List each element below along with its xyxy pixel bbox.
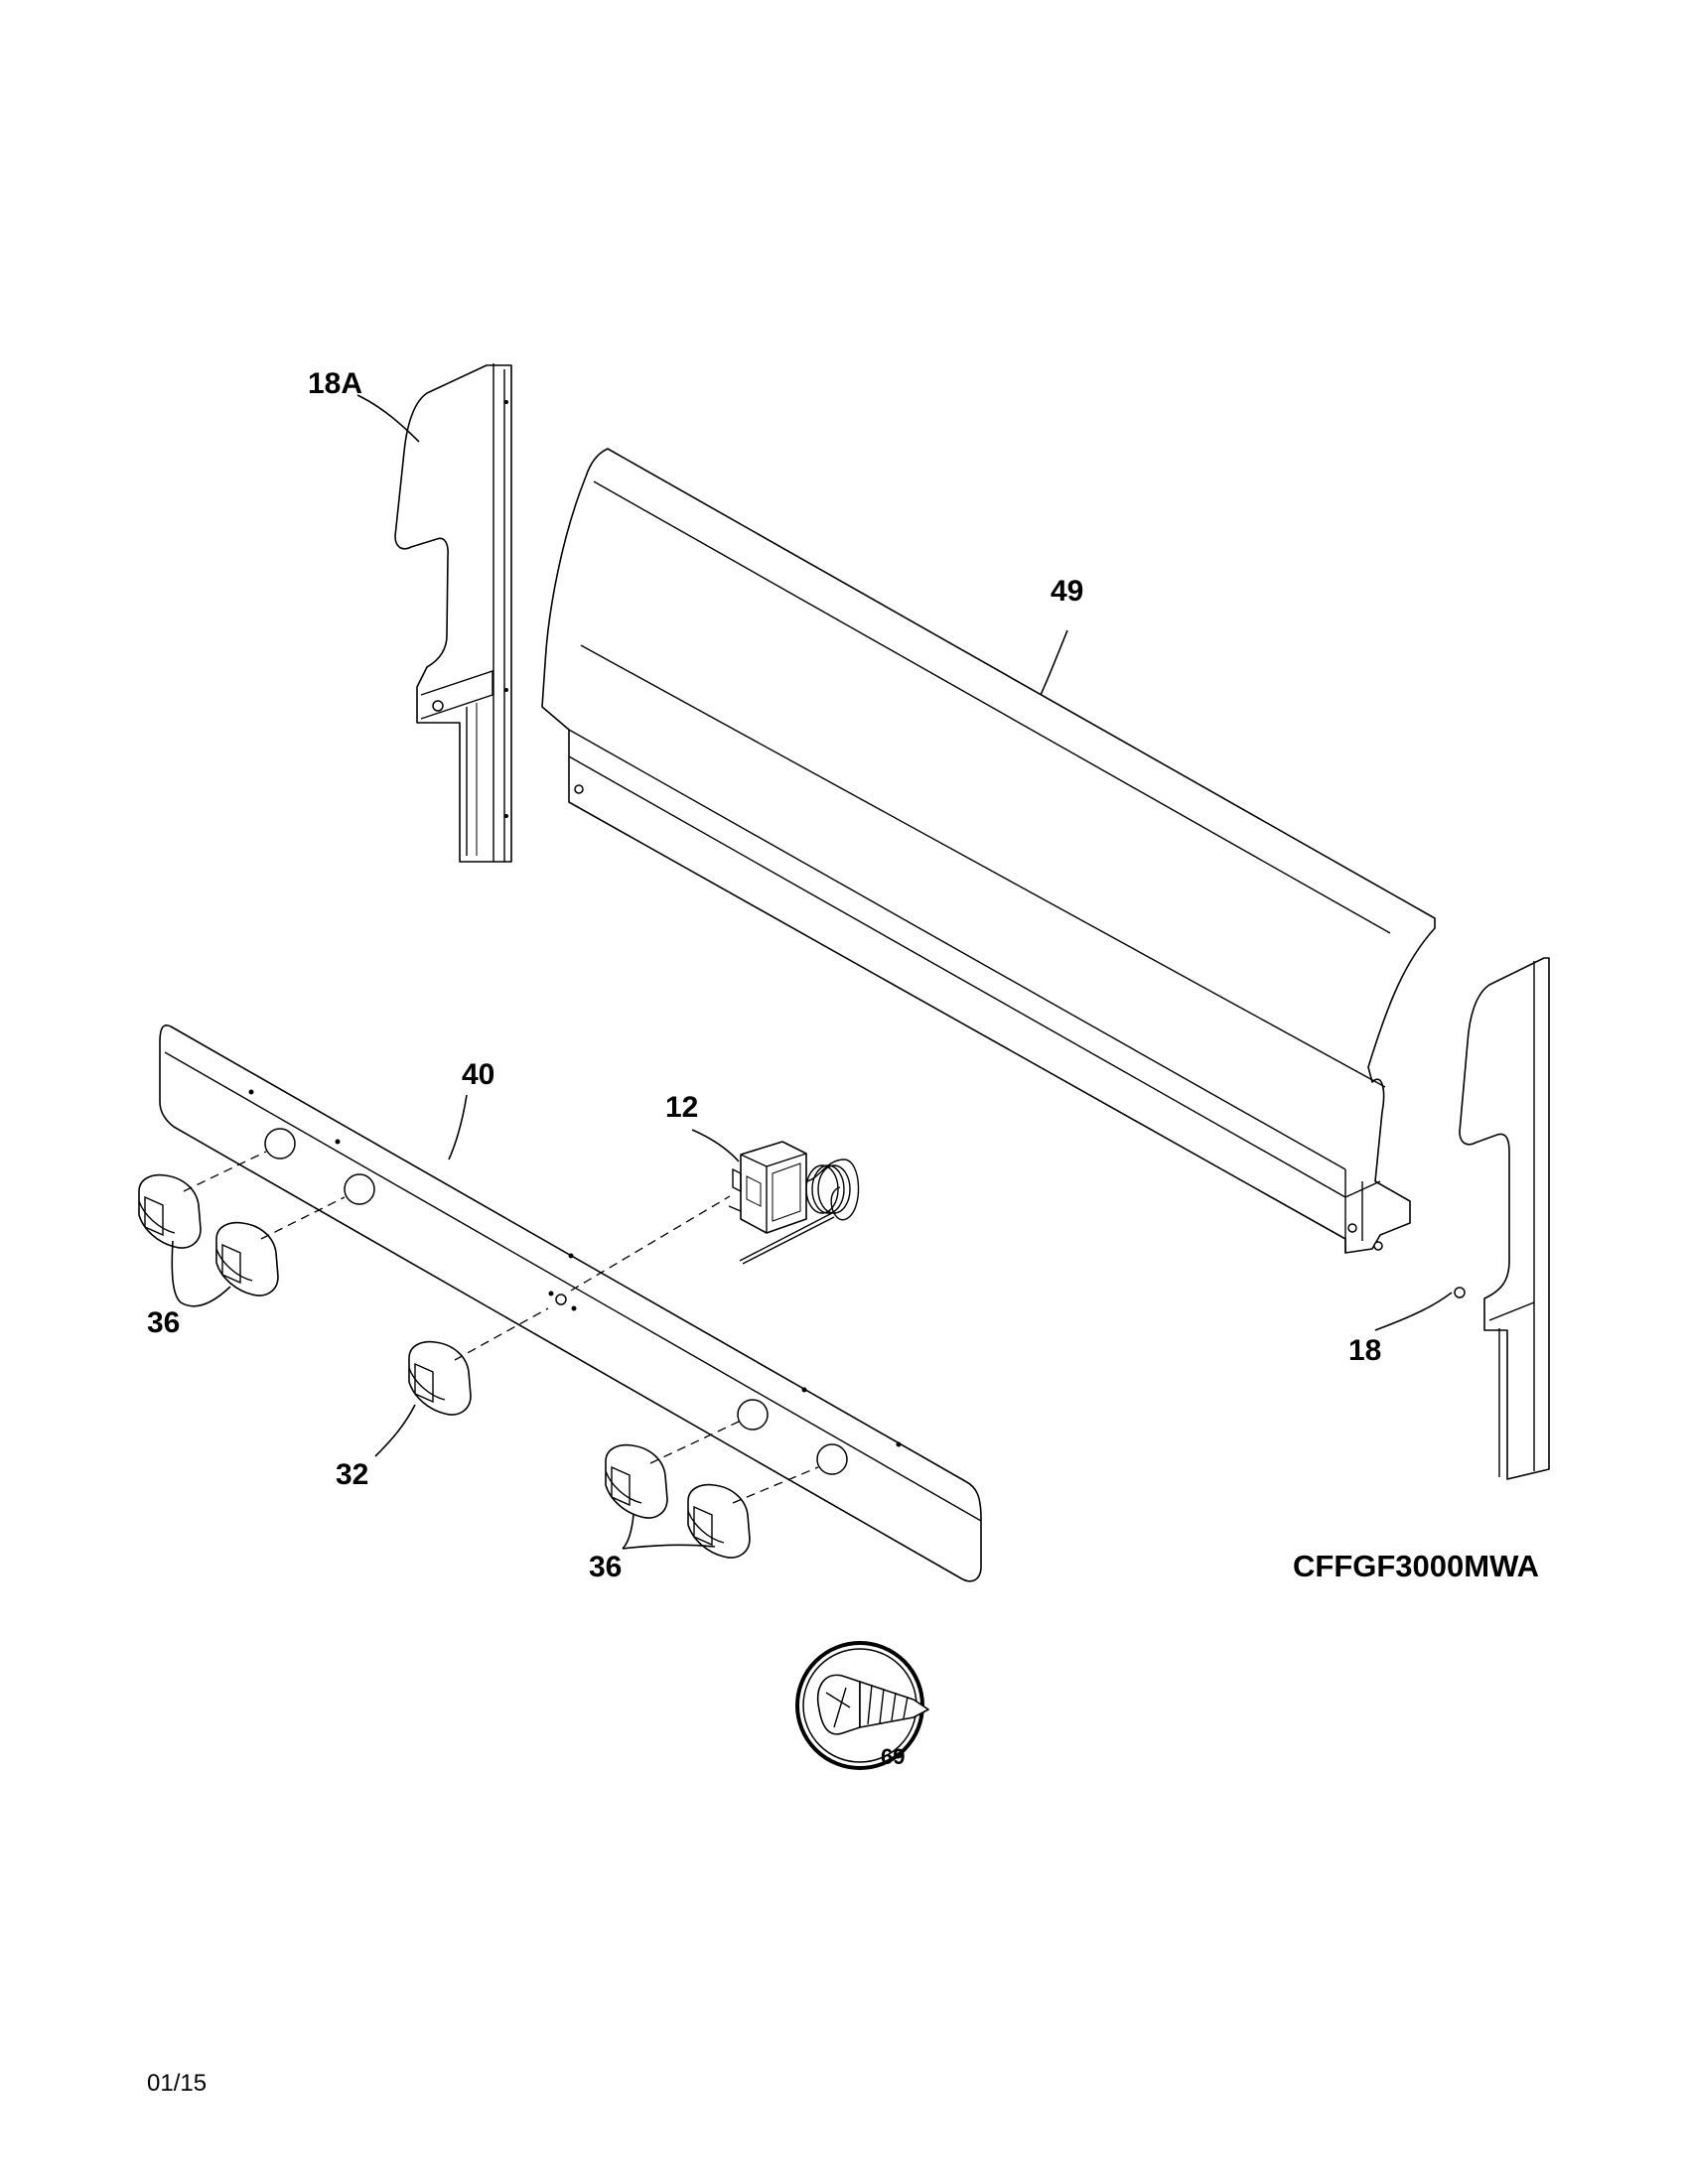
callout-18: 18	[1348, 1334, 1381, 1367]
thermostat	[728, 1141, 860, 1265]
callout-40: 40	[462, 1058, 494, 1091]
knob-36-lower-right	[687, 1483, 751, 1559]
leader-lines	[171, 394, 1453, 1550]
side-trim-left	[394, 363, 512, 863]
callout-36-left: 36	[147, 1306, 180, 1339]
knob-36-upper-right	[605, 1443, 668, 1519]
callout-49: 49	[1051, 575, 1083, 608]
callout-32: 32	[336, 1458, 368, 1491]
side-trim-right	[1454, 957, 1550, 1480]
knob-36-lower-left	[215, 1221, 279, 1297]
control-panel	[159, 1024, 982, 1582]
callout-69: 69	[881, 1744, 905, 1769]
knob-32-center	[408, 1340, 472, 1416]
assembly-lines	[183, 1151, 819, 1504]
callout-18A: 18A	[308, 367, 362, 400]
backguard	[541, 448, 1436, 1254]
footer-code: 01/15	[147, 2070, 207, 2097]
knob-36-upper-left	[138, 1173, 202, 1249]
callout-12: 12	[665, 1091, 698, 1124]
screw-detail	[795, 1641, 929, 1770]
callout-36-right: 36	[589, 1551, 622, 1583]
model-number: CFFGF3000MWA	[1293, 1549, 1539, 1583]
